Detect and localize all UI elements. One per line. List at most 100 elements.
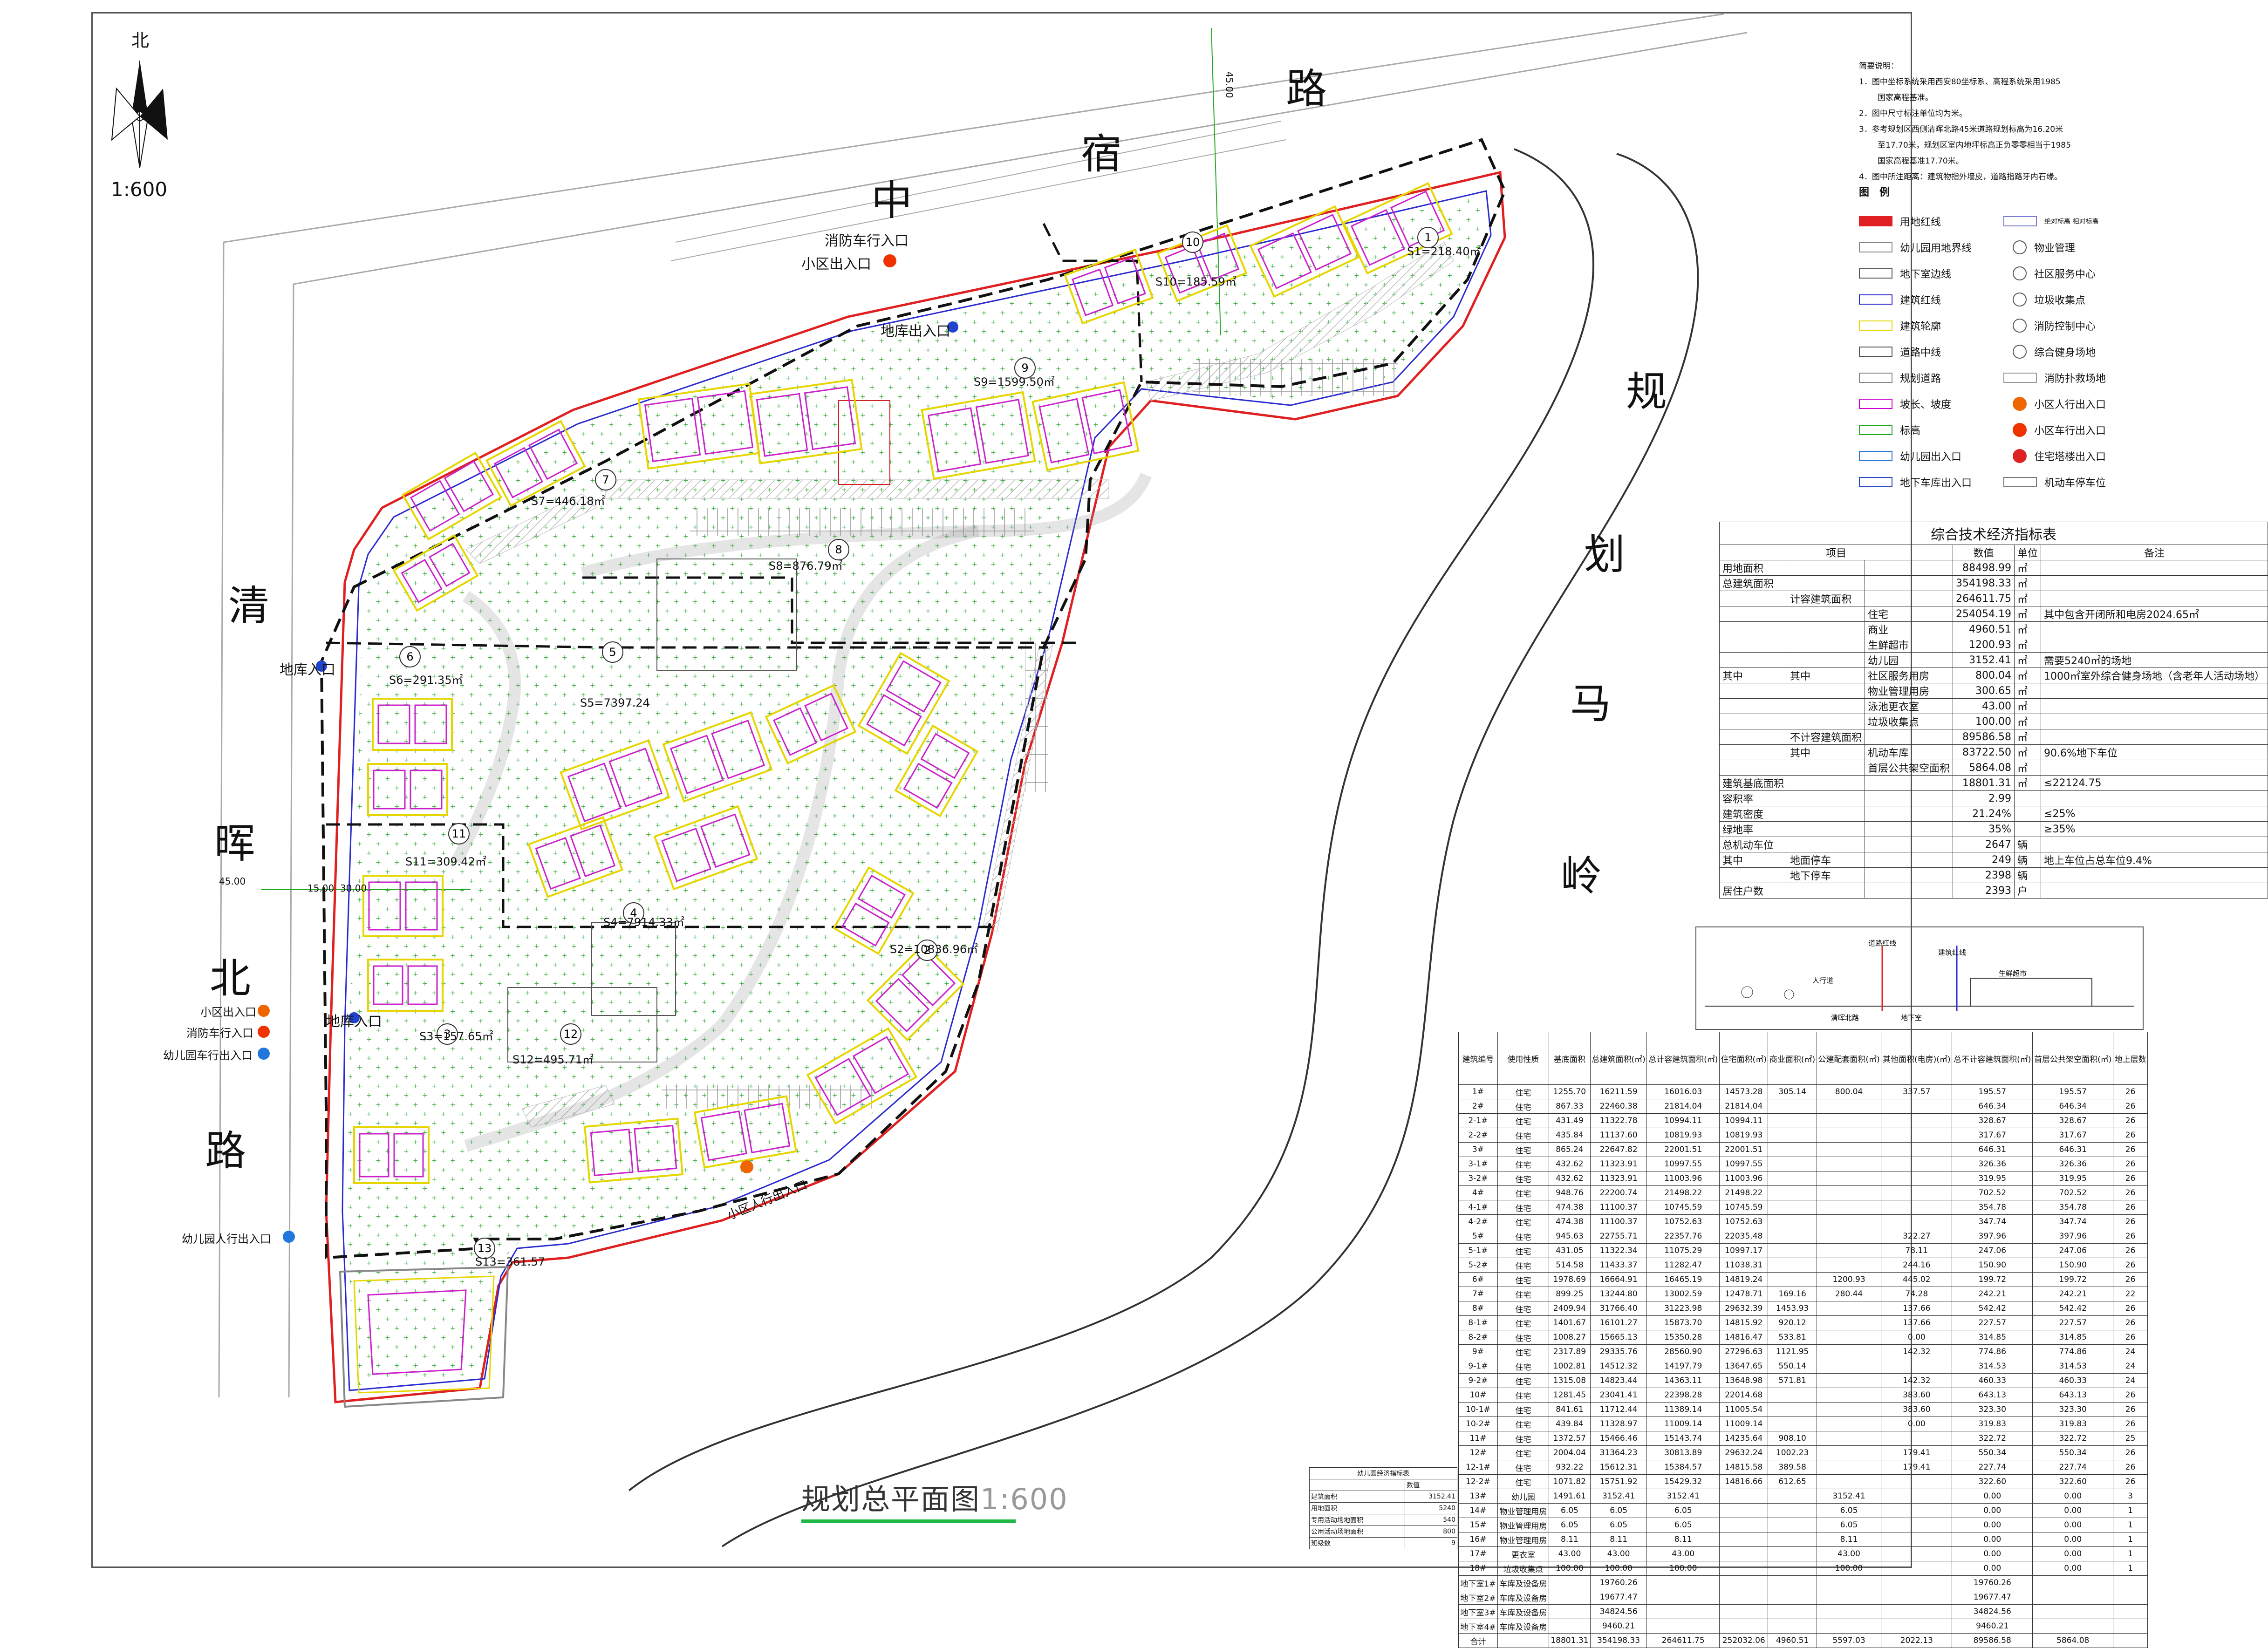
- building-table-cell: 26: [2113, 1416, 2148, 1431]
- building-table-cell: 8.11: [1646, 1532, 1720, 1547]
- kpi-cell: 2398: [1953, 867, 2015, 883]
- building-table-cell: 18#: [1458, 1561, 1498, 1576]
- building-table-cell: 地下室1#: [1458, 1575, 1498, 1590]
- north-label: 北: [131, 30, 150, 51]
- building-table-cell: 11322.34: [1590, 1243, 1647, 1258]
- building-table-cell: 住宅: [1497, 1272, 1549, 1287]
- building-table-cell: 更衣室: [1497, 1546, 1549, 1561]
- building-table-cell: [1816, 1344, 1882, 1359]
- kpi-cell: ㎡: [2014, 637, 2042, 653]
- plan-title-scale: 1:600: [980, 1482, 1068, 1516]
- building-table-cell: 住宅: [1497, 1200, 1549, 1215]
- building-table-cell: 2#: [1458, 1099, 1498, 1114]
- building-table-cell: 0.00: [2032, 1489, 2114, 1504]
- building-table-cell: 1978.69: [1548, 1272, 1591, 1287]
- building-table-cell: 431.49: [1548, 1113, 1591, 1128]
- building-table-cell: 住宅: [1497, 1142, 1549, 1157]
- kpi-cell: [2041, 883, 2268, 899]
- building-table-cell: 14363.11: [1646, 1373, 1720, 1388]
- building-table-cell: 0.00: [2032, 1546, 2114, 1561]
- building-table-cell: 26: [2113, 1200, 2148, 1215]
- kpi-cell: ㎡: [2014, 575, 2042, 591]
- building-table-cell: 13648.98: [1719, 1373, 1769, 1388]
- kpi-cell: ㎡: [2014, 606, 2042, 622]
- plot-circle: [448, 823, 470, 844]
- building-table-cell: [1816, 1113, 1882, 1128]
- building-table-cell: 车库及设备房: [1497, 1575, 1549, 1590]
- kpi-cell: [1719, 637, 1788, 653]
- building-table-cell: 432.62: [1548, 1171, 1591, 1186]
- building-table-cell: [1768, 1503, 1817, 1518]
- building-table-cell: 12-1#: [1458, 1460, 1498, 1475]
- building-table-cell: 4960.51: [1768, 1633, 1817, 1648]
- kpi-cell: 需要5240㎡的场地: [2041, 652, 2268, 668]
- building-table-cell: [1881, 1489, 1953, 1504]
- building-table-cell: [1768, 1099, 1817, 1114]
- building-table-cell: 0.00: [2032, 1503, 2114, 1518]
- building-table-cell: 16664.91: [1590, 1272, 1647, 1287]
- building-table-cell: 3152.41: [1590, 1489, 1647, 1504]
- legend-swatch-icon: [2013, 345, 2027, 359]
- kpi-cell: [1719, 729, 1788, 745]
- building-table-cell: 8#: [1458, 1301, 1498, 1316]
- building-table-cell: [1768, 1590, 1817, 1605]
- building-table-cell: [1881, 1099, 1953, 1114]
- building-table-cell: 14573.28: [1719, 1084, 1769, 1099]
- building-table-cell: [1816, 1416, 1882, 1431]
- building-table-cell: 26: [2113, 1214, 2148, 1229]
- building-table-cell: 612.65: [1768, 1474, 1817, 1489]
- community-service-area: [507, 987, 657, 1062]
- kpi-cell: ㎡: [2014, 683, 2042, 699]
- building-table-cell: 14823.44: [1590, 1373, 1647, 1388]
- building-table-cell: [1816, 1185, 1882, 1200]
- building-table-cell: 0.00: [1952, 1503, 2033, 1518]
- building-table-cell: 34824.56: [1590, 1604, 1647, 1619]
- building-table-cell: 841.61: [1548, 1402, 1591, 1417]
- building-table-cell: 945.63: [1548, 1229, 1591, 1244]
- building-table-cell: 10#: [1458, 1388, 1498, 1403]
- site-plan-map: + +: [111, 13, 1748, 1547]
- building-table-header: 总不计容建筑面积(㎡): [1952, 1032, 2033, 1085]
- kpi-cell: 89586.58: [1953, 729, 2015, 745]
- building-table-cell: 26: [2113, 1258, 2148, 1273]
- kpi-cell: 不计容建筑面积: [1787, 729, 1865, 745]
- legend-swatch-icon: [1859, 216, 1892, 226]
- building-table-cell: 1491.61: [1548, 1489, 1591, 1504]
- plot-circle: [623, 902, 644, 924]
- kpi-cell: [2041, 637, 2268, 653]
- legend-label: 机动车停车位: [2044, 477, 2106, 489]
- building-table-cell: 8.11: [1816, 1532, 1882, 1547]
- residential-building: [637, 382, 760, 470]
- building-table-cell: 571.81: [1768, 1373, 1817, 1388]
- kpi-header: 数值: [1953, 545, 2015, 560]
- building-table-cell: 11005.54: [1719, 1402, 1769, 1417]
- building-table-cell: [1816, 1200, 1882, 1215]
- north-arrow-icon: [111, 61, 168, 168]
- kpi-cell: [1719, 698, 1788, 714]
- residential-building: [367, 959, 444, 1012]
- legend-label: 小区人行出入口: [2034, 399, 2106, 411]
- building-table-cell: [1881, 1157, 1953, 1171]
- kpi-cell: 90.6%地下车位: [2041, 744, 2268, 760]
- building-table-cell: [1881, 1113, 1953, 1128]
- building-table-cell: 347.74: [1952, 1214, 2033, 1229]
- building-table-cell: 19760.26: [1952, 1575, 2033, 1590]
- building-table-cell: 322.27: [1881, 1229, 1953, 1244]
- building-table-cell: [1768, 1243, 1817, 1258]
- building-table-cell: 0.00: [1952, 1489, 2033, 1504]
- residential-building: [362, 875, 444, 937]
- building-table-cell: 323.30: [1952, 1402, 2033, 1417]
- residential-building: [749, 379, 863, 464]
